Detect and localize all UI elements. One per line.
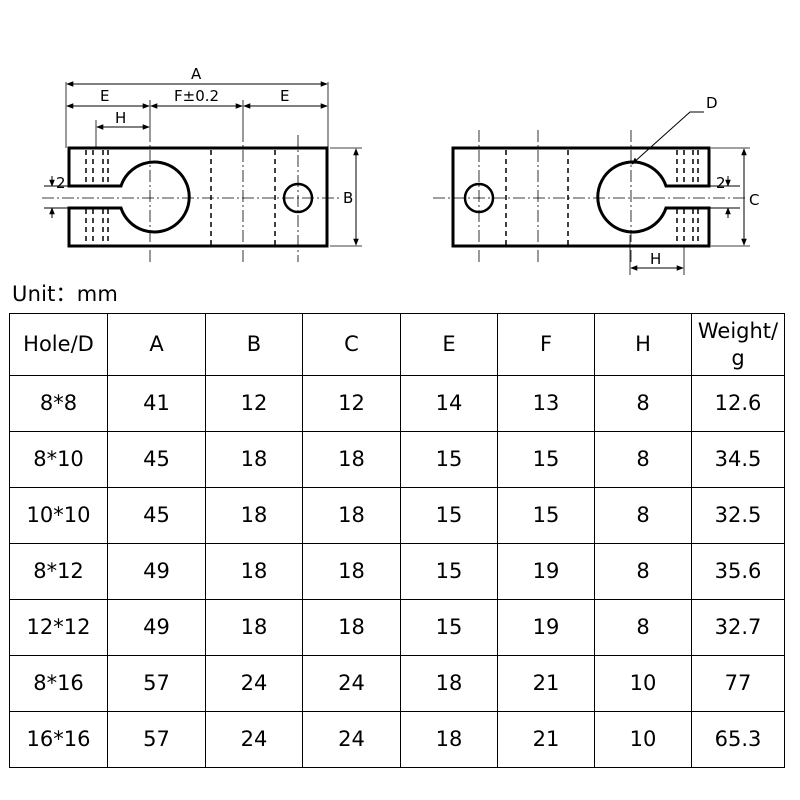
cell: 8 — [594, 431, 692, 488]
cell: 49 — [107, 543, 206, 600]
cell: 24 — [205, 711, 303, 768]
cell: 45 — [107, 431, 206, 488]
cell: 41 — [107, 375, 206, 432]
table-row: 8*12 49 18 18 15 19 8 35.6 — [9, 543, 785, 600]
cell: 18 — [400, 655, 498, 712]
header-b: B — [205, 313, 303, 376]
cell: 10*10 — [9, 487, 108, 544]
dim-label-a: A — [191, 65, 202, 83]
cell: 32.5 — [691, 487, 785, 544]
header-h: H — [594, 313, 692, 376]
header-a: A — [107, 313, 206, 376]
cell: 15 — [400, 431, 498, 488]
cell: 34.5 — [691, 431, 785, 488]
cell: 19 — [497, 599, 595, 656]
cell: 21 — [497, 655, 595, 712]
cell: 77 — [691, 655, 785, 712]
cell: 15 — [400, 543, 498, 600]
table-row: 8*10 45 18 18 15 15 8 34.5 — [9, 431, 785, 488]
cell: 8*8 — [9, 375, 108, 432]
dim-label-f: F±0.2 — [174, 87, 219, 105]
left-view: A E F±0.2 E H 2 B — [42, 65, 362, 262]
cell: 16*16 — [9, 711, 108, 768]
dim-label-c: C — [749, 191, 759, 209]
cell: 15 — [497, 487, 595, 544]
cell: 45 — [107, 487, 206, 544]
cell: 18 — [205, 599, 303, 656]
cell: 19 — [497, 543, 595, 600]
table-row: 12*12 49 18 18 15 19 8 32.7 — [9, 599, 785, 656]
table-row: 8*8 41 12 12 14 13 8 12.6 — [9, 375, 785, 432]
unit-label: Unit：mm — [12, 282, 119, 306]
cell: 10 — [594, 711, 692, 768]
cell: 15 — [400, 599, 498, 656]
header-hole: Hole/D — [9, 313, 108, 376]
cell: 8*16 — [9, 655, 108, 712]
cell: 12 — [205, 375, 303, 432]
table-header-row: Hole/D A B C E F H Weight/ g — [9, 313, 785, 376]
cell: 8 — [594, 543, 692, 600]
cell: 18 — [205, 431, 303, 488]
dim-label-e-right: E — [280, 87, 289, 105]
cell: 18 — [205, 487, 303, 544]
cell: 57 — [107, 655, 206, 712]
cell: 8*12 — [9, 543, 108, 600]
cell: 18 — [302, 543, 401, 600]
cell: 18 — [400, 711, 498, 768]
table-row: 10*10 45 18 18 15 15 8 32.5 — [9, 487, 785, 544]
cell: 24 — [302, 655, 401, 712]
table-row: 8*16 57 24 24 18 21 10 77 — [9, 655, 785, 712]
dim-label-b: B — [343, 189, 353, 207]
header-weight: Weight/ g — [691, 313, 785, 376]
cell: 24 — [302, 711, 401, 768]
cell: 15 — [497, 431, 595, 488]
cell: 49 — [107, 599, 206, 656]
dim-label-e-left: E — [100, 87, 109, 105]
right-view: D 2 C H — [433, 94, 759, 275]
header-f: F — [497, 313, 595, 376]
header-c: C — [302, 313, 401, 376]
cell: 15 — [400, 487, 498, 544]
cell: 21 — [497, 711, 595, 768]
dim-label-h-left: H — [115, 109, 126, 127]
cell: 8 — [594, 375, 692, 432]
cell: 12 — [302, 375, 401, 432]
cell: 57 — [107, 711, 206, 768]
cell: 18 — [302, 599, 401, 656]
cell: 65.3 — [691, 711, 785, 768]
cell: 32.7 — [691, 599, 785, 656]
header-e: E — [400, 313, 498, 376]
cell: 18 — [205, 543, 303, 600]
cell: 18 — [302, 487, 401, 544]
dim-label-gap-left: 2 — [56, 174, 66, 192]
cell: 8 — [594, 487, 692, 544]
cell: 8 — [594, 599, 692, 656]
cell: 14 — [400, 375, 498, 432]
cell: 24 — [205, 655, 303, 712]
left-body-outline — [67, 146, 329, 248]
dim-label-gap-right: 2 — [716, 174, 726, 192]
cell: 13 — [497, 375, 595, 432]
cell: 10 — [594, 655, 692, 712]
cell: 12.6 — [691, 375, 785, 432]
cell: 8*10 — [9, 431, 108, 488]
dim-label-h-right: H — [650, 250, 661, 268]
cell: 18 — [302, 431, 401, 488]
right-body-outline — [451, 146, 711, 248]
dim-label-d: D — [706, 94, 718, 112]
cell: 35.6 — [691, 543, 785, 600]
spec-table: Hole/D A B C E F H Weight/ g 8*8 41 12 1… — [9, 313, 785, 768]
table-row: 16*16 57 24 24 18 21 10 65.3 — [9, 711, 785, 768]
technical-drawing: A E F±0.2 E H 2 B — [42, 65, 759, 275]
cell: 12*12 — [9, 599, 108, 656]
